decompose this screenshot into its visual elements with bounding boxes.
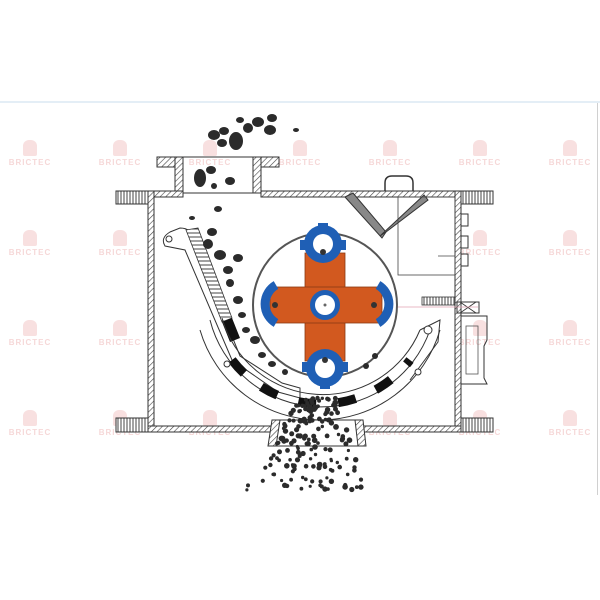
raw-material-lumps (189, 114, 378, 375)
brand-house-icon (473, 320, 487, 336)
watermark-text: BRICTEC (368, 158, 412, 167)
watermark-text: BRICTEC (548, 248, 592, 257)
watermark-logo: BRICTEC (540, 320, 600, 347)
brand-house-icon (473, 140, 487, 156)
watermark-logo: BRICTEC (450, 230, 510, 257)
feed-hopper (156, 156, 280, 194)
watermark-text: BRICTEC (98, 248, 142, 257)
frame-top-border (0, 101, 600, 103)
watermark-logo: BRICTEC (540, 410, 600, 437)
watermark-text: BRICTEC (98, 338, 142, 347)
watermark-text: BRICTEC (188, 158, 232, 167)
hammer-left (260, 281, 279, 327)
watermark-logo: BRICTEC (90, 230, 150, 257)
watermark-text: BRICTEC (458, 338, 502, 347)
watermark-logo: BRICTEC (90, 320, 150, 347)
watermark-text: BRICTEC (458, 158, 502, 167)
brand-house-icon (113, 140, 127, 156)
watermark-logo: BRICTEC (270, 140, 330, 167)
watermark-text: BRICTEC (548, 158, 592, 167)
blank-top-area (0, 0, 600, 102)
v-baffle-plate (344, 192, 456, 276)
watermark-text: BRICTEC (98, 158, 142, 167)
brand-house-icon (23, 140, 37, 156)
watermark-text: BRICTEC (458, 248, 502, 257)
access-door-handle (384, 175, 414, 191)
crusher-housing (115, 190, 494, 433)
brand-house-icon (113, 230, 127, 246)
watermark-logo: BRICTEC (0, 410, 60, 437)
watermark-logo: BRICTEC (360, 140, 420, 167)
hammer-bottom (302, 349, 348, 389)
brand-house-icon (563, 410, 577, 426)
brand-house-icon (383, 140, 397, 156)
brand-house-icon (113, 320, 127, 336)
watermark-logo: BRICTEC (450, 140, 510, 167)
brand-house-icon (563, 230, 577, 246)
watermark-text: BRICTEC (548, 428, 592, 437)
crushed-product-particles (245, 395, 364, 493)
wall-bolts (460, 213, 469, 267)
watermark-text: BRICTEC (8, 158, 52, 167)
watermark-logo: BRICTEC (90, 140, 150, 167)
brand-house-icon (563, 320, 577, 336)
watermark-text: BRICTEC (548, 338, 592, 347)
watermark-text: BRICTEC (8, 338, 52, 347)
brand-house-icon (203, 410, 217, 426)
brand-house-icon (473, 230, 487, 246)
brand-house-icon (293, 140, 307, 156)
watermark-text: BRICTEC (8, 248, 52, 257)
frame-right-border (597, 103, 598, 495)
brand-house-icon (23, 230, 37, 246)
watermark-logo: BRICTEC (180, 140, 240, 167)
brand-house-icon (23, 410, 37, 426)
watermark-logo: BRICTEC (0, 140, 60, 167)
rotor-assembly (252, 223, 398, 389)
watermark-text: BRICTEC (8, 428, 52, 437)
watermark-logo: BRICTEC (540, 230, 600, 257)
brand-house-icon (383, 410, 397, 426)
watermark-logo: BRICTEC (540, 140, 600, 167)
impact-liner (162, 227, 301, 399)
watermark-logo: BRICTEC (0, 230, 60, 257)
hammer-right (371, 281, 394, 327)
watermark-logo: BRICTEC (450, 320, 510, 347)
brand-house-icon (203, 140, 217, 156)
watermark-text: BRICTEC (278, 158, 322, 167)
watermark-logo: BRICTEC (0, 320, 60, 347)
brand-house-icon (563, 140, 577, 156)
hammer-top (300, 223, 346, 263)
discharge-outlet (267, 419, 367, 447)
brand-house-icon (23, 320, 37, 336)
